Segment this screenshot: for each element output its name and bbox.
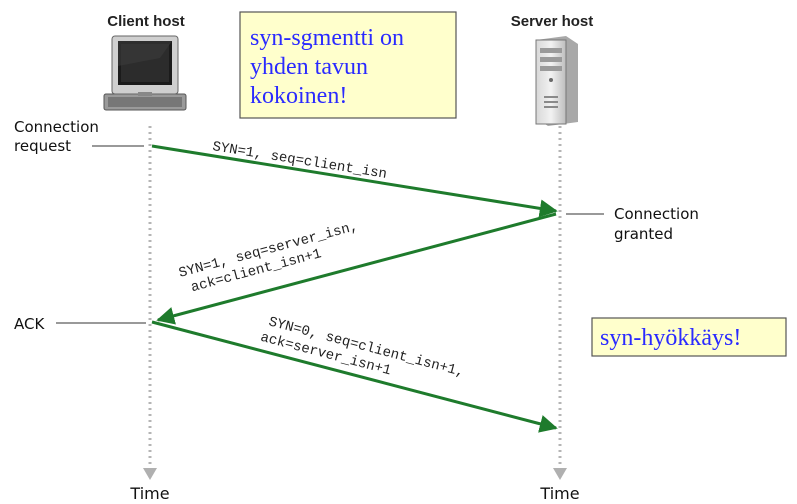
- syn-ack-arrow: [156, 212, 557, 325]
- server-time-arrow: [553, 468, 567, 480]
- client-time-label: Time: [129, 484, 169, 503]
- svg-text:syn-hyökkäys!: syn-hyökkäys!: [600, 325, 741, 351]
- svg-text:syn-sgmentti on yhden ta: syn-sgmentti on yhden tavun kokoinen!: [250, 25, 410, 109]
- connection-request-label: Connection request: [14, 118, 104, 155]
- byte-size-note: syn-sgmentti on yhden tavun kokoinen!: [239, 11, 457, 119]
- syn-attack-note: syn-hyökkäys!: [591, 317, 787, 357]
- server-host-title: Server host: [511, 13, 594, 30]
- ack-message-text: SYN=0, seq=client_isn+1, ack=server_isn+…: [259, 314, 466, 381]
- client-time-arrow: [143, 468, 157, 480]
- server-tower-icon: [535, 36, 578, 126]
- syn-arrow: [151, 144, 558, 218]
- syn-ack-message-text: SYN=1, seq=server_isn, ack=client_isn+1: [177, 219, 360, 296]
- desktop-computer-icon: [103, 35, 187, 111]
- ack-label: ACK: [14, 315, 45, 333]
- ack-arrow: [151, 320, 558, 433]
- server-time-label: Time: [539, 484, 579, 503]
- client-host-title: Client host: [107, 13, 185, 30]
- connection-granted-label: Connection granted: [614, 205, 704, 243]
